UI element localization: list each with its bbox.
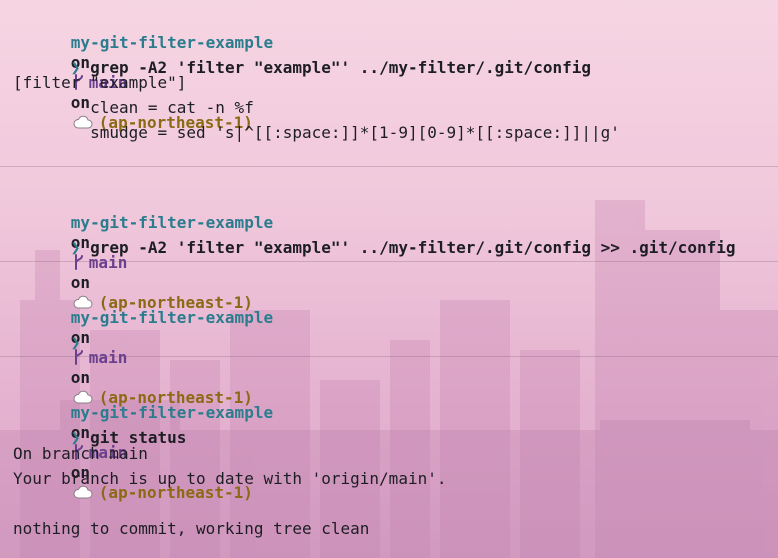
command-text: git status <box>90 428 187 447</box>
prompt-on-text: on <box>70 368 91 387</box>
cloud-icon <box>73 485 93 499</box>
prompt-directory: my-git-filter-example <box>70 33 274 52</box>
prompt-region: (ap-northeast-1) <box>98 483 253 502</box>
output-line: clean = cat -n %f <box>13 98 254 117</box>
command-line[interactable]: ❯ <box>13 313 90 352</box>
prompt-arrow: ❯ <box>70 333 81 352</box>
prompt-branch: main <box>88 253 128 272</box>
command-text: grep -A2 'filter "example"' ../my-filter… <box>90 238 736 257</box>
output-line: smudge = sed 's|^[[:space:]]*[1-9][0-9]*… <box>13 123 620 142</box>
prompt-on-text: on <box>70 463 91 482</box>
block-separator <box>0 356 778 357</box>
command-line[interactable]: ❯ git status <box>13 408 187 447</box>
prompt-branch: main <box>88 443 128 462</box>
prompt-arrow: ❯ <box>70 238 81 257</box>
cloud-icon <box>73 390 93 404</box>
prompt-on-text: on <box>70 328 91 347</box>
output-line: On branch main <box>13 444 148 463</box>
prompt-on-text: on <box>70 93 91 112</box>
prompt-region: (ap-northeast-1) <box>98 388 253 407</box>
prompt-line: my-git-filter-example on main on (ap-nor… <box>13 193 273 312</box>
prompt-on-text: on <box>70 53 91 72</box>
prompt-line: my-git-filter-example on main on (ap-nor… <box>13 288 273 407</box>
cloud-icon <box>73 295 93 309</box>
prompt-branch: main <box>88 73 128 92</box>
git-branch-icon <box>74 444 83 460</box>
block-separator <box>0 261 778 262</box>
command-line[interactable]: ❯ grep -A2 'filter "example"' ../my-filt… <box>13 38 591 77</box>
prompt-directory: my-git-filter-example <box>70 403 274 422</box>
prompt-on-text: on <box>70 233 91 252</box>
command-line[interactable]: ❯ grep -A2 'filter "example"' ../my-filt… <box>13 218 736 257</box>
git-branch-icon <box>74 349 83 365</box>
prompt-directory: my-git-filter-example <box>70 213 274 232</box>
prompt-branch: main <box>88 348 128 367</box>
prompt-on-text: on <box>70 273 91 292</box>
prompt-region: (ap-northeast-1) <box>98 293 253 312</box>
prompt-arrow: ❯ <box>70 58 81 77</box>
git-branch-icon <box>74 74 83 90</box>
prompt-arrow: ❯ <box>70 428 81 447</box>
output-line: Your branch is up to date with 'origin/m… <box>13 469 447 488</box>
command-text: grep -A2 'filter "example"' ../my-filter… <box>90 58 591 77</box>
block-separator <box>0 166 778 167</box>
prompt-line: my-git-filter-example on main on (ap-nor… <box>13 383 273 502</box>
prompt-directory: my-git-filter-example <box>70 308 274 327</box>
prompt-region: (ap-northeast-1) <box>98 113 253 132</box>
cloud-icon <box>73 115 93 129</box>
output-line: nothing to commit, working tree clean <box>13 519 370 538</box>
prompt-on-text: on <box>70 423 91 442</box>
prompt-line: my-git-filter-example on main on (ap-nor… <box>13 13 273 132</box>
git-branch-icon <box>74 254 83 270</box>
output-line: [filter "example"] <box>13 73 187 92</box>
